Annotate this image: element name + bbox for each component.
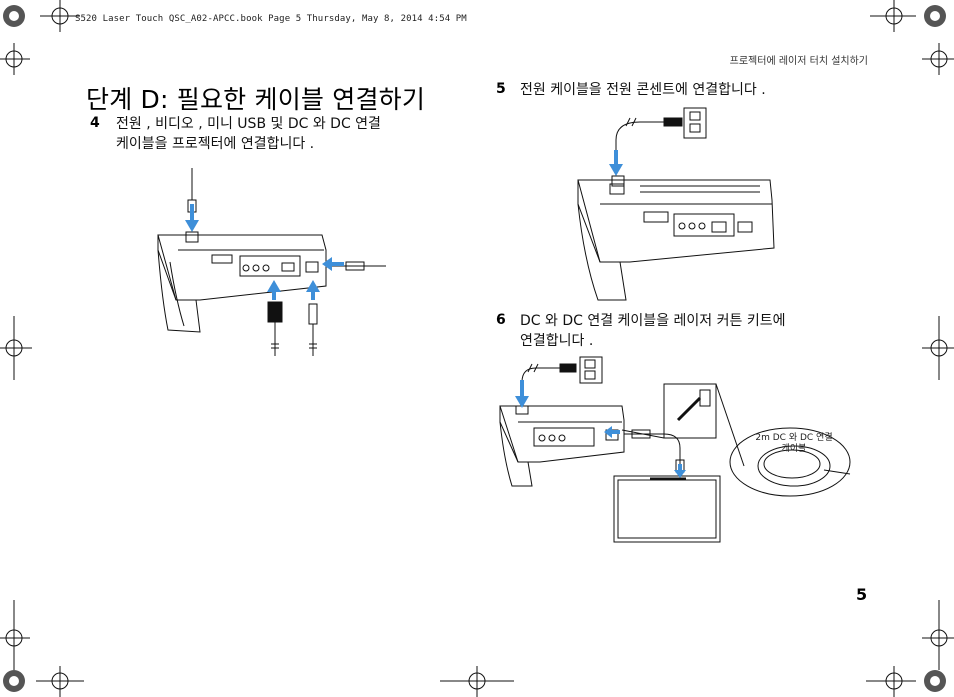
step-text-line1: DC 와 DC 연결 케이블을 레이저 커튼 키트에 (520, 313, 786, 329)
step-text-line1: 전원 , 비디오 , 미니 USB 및 DC 와 DC 연결 (116, 116, 381, 132)
cable-caption: 2m DC 와 DC 연결 케이블 (744, 433, 844, 455)
section-title: 단계 D: 필요한 케이블 연결하기 (86, 85, 426, 114)
caption-line2: 케이블 (781, 444, 807, 454)
step-number: 5 (496, 81, 506, 97)
caption-line1: 2m DC 와 DC 연결 (755, 433, 833, 443)
running-head: 프로젝터에 레이저 터치 설치하기 (729, 56, 868, 67)
step-number: 4 (90, 115, 100, 131)
step-number: 6 (496, 312, 506, 328)
file-header: S520 Laser Touch QSC_A02-APCC.book Page … (75, 14, 467, 24)
page-number: 5 (856, 585, 868, 604)
step-text-line2: 연결합니다 . (520, 333, 594, 349)
step-text-line1: 전원 케이블을 전원 콘센트에 연결합니다 . (520, 82, 766, 98)
step-text-line2: 케이블을 프로젝터에 연결합니다 . (116, 136, 315, 152)
